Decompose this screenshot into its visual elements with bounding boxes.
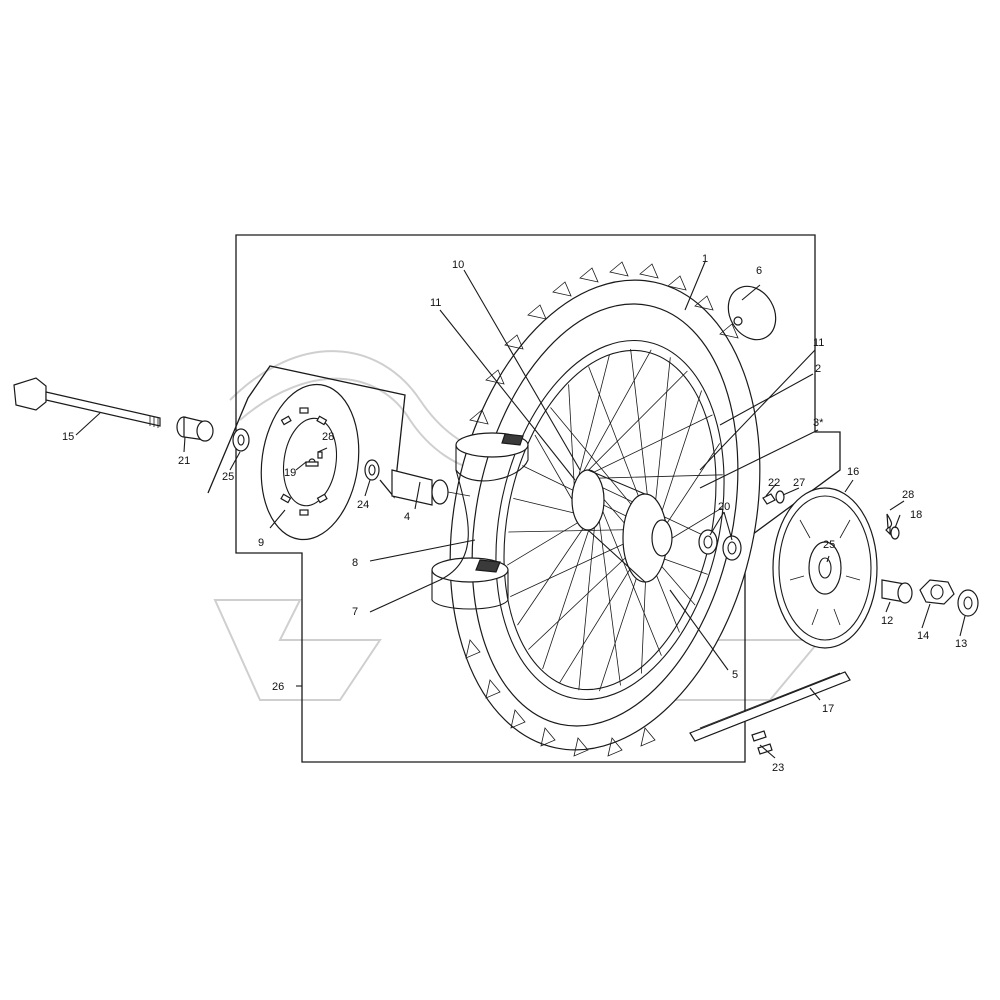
valve-cap [727, 285, 777, 341]
callout-26: 26 [272, 681, 284, 693]
spoke [542, 527, 590, 670]
inner-tube [439, 432, 529, 581]
spoke [568, 384, 575, 493]
spoke [550, 407, 639, 514]
spokes [506, 348, 723, 692]
axle-cap [957, 589, 979, 617]
callout-1: 1 [702, 253, 708, 265]
callout-18: 18 [910, 509, 922, 521]
hub [571, 469, 673, 583]
callout-24: 24 [357, 499, 369, 511]
callout-16: 16 [847, 466, 859, 478]
callout-21: 21 [178, 455, 190, 467]
callout-2: 2 [815, 363, 821, 375]
callout-9: 9 [258, 537, 264, 549]
callout-5: 5 [732, 669, 738, 681]
spoke [510, 540, 632, 597]
sprocket-nut [885, 513, 900, 540]
right-bushing [881, 579, 913, 604]
callout-10: 10 [452, 259, 464, 271]
callout-27: 27 [793, 477, 805, 489]
callout-20: 20 [718, 501, 730, 513]
callout-25-left: 25 [222, 471, 234, 483]
spoke [578, 524, 596, 691]
spoke [657, 390, 702, 526]
spoke [534, 434, 575, 504]
callout-12: 12 [881, 615, 893, 627]
hub-bearings [698, 529, 742, 561]
callout-17: 17 [822, 703, 834, 715]
spoke [641, 565, 647, 674]
spoke [528, 550, 633, 650]
rim-tape [431, 557, 509, 610]
callout-labels: 1 2 3* 4 5 6 7 8 9 10 11 11 12 13 14 15 … [62, 253, 967, 774]
spoke [653, 357, 671, 517]
spoke [591, 414, 713, 474]
callout-19: 19 [284, 467, 296, 479]
spoke [630, 348, 650, 512]
callout-28-left: 28 [322, 431, 334, 443]
spacer-washer-left [232, 428, 250, 452]
callout-7: 7 [352, 606, 358, 618]
spoke [580, 349, 652, 476]
spoke [658, 443, 721, 536]
leader-lines [75, 261, 966, 759]
callout-14: 14 [917, 630, 929, 642]
axle-bushing [176, 416, 214, 442]
spoke [588, 366, 645, 511]
callout-4: 4 [404, 511, 410, 523]
drive-chain [689, 671, 851, 742]
axle-nut [919, 579, 955, 605]
spoke [601, 507, 662, 656]
spoke [596, 474, 723, 479]
spoke [559, 559, 637, 683]
disc-screw [305, 451, 323, 467]
rear-sprocket [772, 487, 878, 649]
chain-master-link [751, 730, 773, 755]
tyre [449, 261, 761, 757]
callout-3: 3* [813, 417, 824, 429]
spoke [576, 354, 610, 483]
callout-11-right: 11 [813, 337, 824, 349]
spoke [586, 370, 688, 473]
bearing-left [364, 459, 380, 481]
spoke [599, 564, 642, 692]
callout-28-right: 28 [902, 489, 914, 501]
callout-23: 23 [772, 762, 784, 774]
callout-13: 13 [955, 638, 967, 650]
sprocket-screw [762, 490, 785, 505]
spacer [391, 469, 471, 506]
callout-22: 22 [768, 477, 780, 489]
spoke [506, 521, 580, 566]
axle [13, 377, 161, 428]
callout-11-left: 11 [430, 297, 441, 309]
spoke [508, 529, 632, 533]
spoke [513, 498, 576, 514]
callout-8: 8 [352, 557, 358, 569]
callout-25-right: 25 [823, 539, 835, 551]
spoke [517, 526, 585, 626]
callout-15: 15 [62, 431, 74, 443]
callout-6: 6 [756, 265, 762, 277]
